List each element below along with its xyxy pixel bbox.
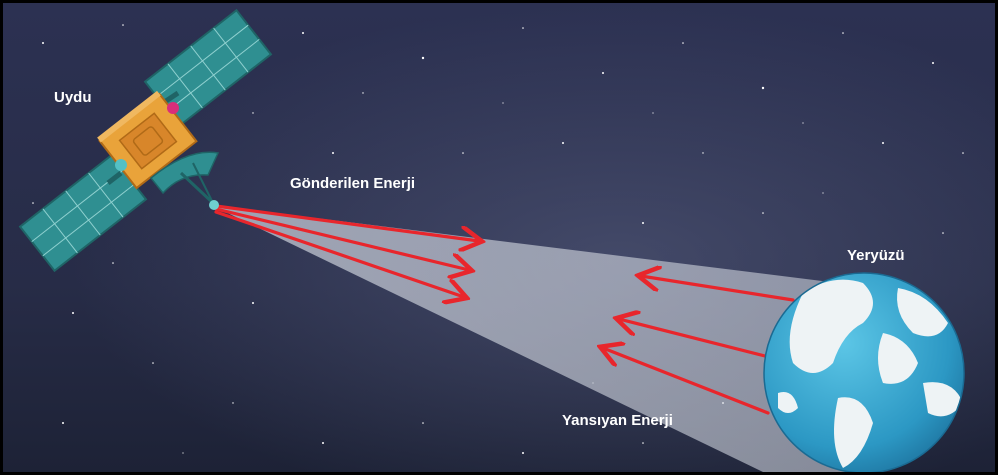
earth-label: Yeryüzü (847, 247, 905, 264)
arrow-icon (214, 207, 469, 270)
satellite-label: Uydu (54, 89, 92, 106)
satellite-icon (18, 8, 273, 273)
arrow-icon (214, 204, 479, 241)
energy-beam (211, 205, 865, 472)
arrow-icon (214, 210, 464, 297)
stars (32, 24, 964, 454)
reflected-energy-label: Yansıyan Enerji (562, 412, 673, 429)
arrow-icon (619, 319, 775, 360)
sent-energy-label: Gönderilen Enerji (290, 175, 415, 192)
arrow-icon (641, 276, 795, 302)
sent-energy-arrows (214, 204, 479, 297)
earth-icon (763, 272, 965, 472)
reflected-energy-arrows (603, 276, 795, 415)
arrow-icon (603, 348, 770, 415)
